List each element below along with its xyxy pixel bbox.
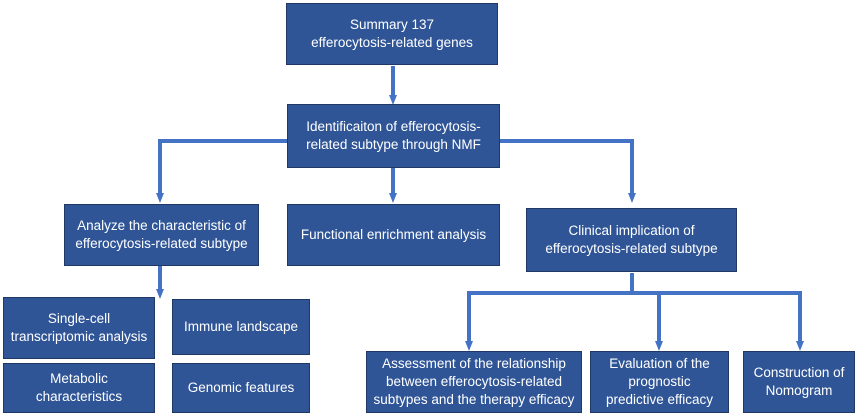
node-analyze: Analyze the characteristic of efferocyto…: [64, 204, 259, 266]
node-evaluation: Evaluation of the prognostic predictive …: [590, 351, 729, 413]
node-immune: Immune landscape: [172, 299, 310, 355]
node-identification: Identificaiton of efferocytosis- related…: [287, 104, 500, 168]
node-metabolic: Metabolic characteristics: [3, 363, 155, 413]
node-functional: Functional enrichment analysis: [287, 204, 500, 266]
node-single-cell: Single-cell transcriptomic analysis: [3, 297, 155, 359]
connector-clinical-branches: [467, 291, 802, 344]
node-assessment: Assessment of the relationship between e…: [366, 351, 582, 413]
node-genomic: Genomic features: [172, 363, 310, 413]
node-clinical: Clinical implication of efferocytosis-re…: [526, 208, 737, 272]
connector-identification-right: [500, 139, 634, 196]
node-nomogram: Construction of Nomogram: [743, 351, 855, 413]
node-summary: Summary 137 efferocytosis-related genes: [286, 3, 498, 65]
connector-identification-branches: [158, 139, 287, 196]
